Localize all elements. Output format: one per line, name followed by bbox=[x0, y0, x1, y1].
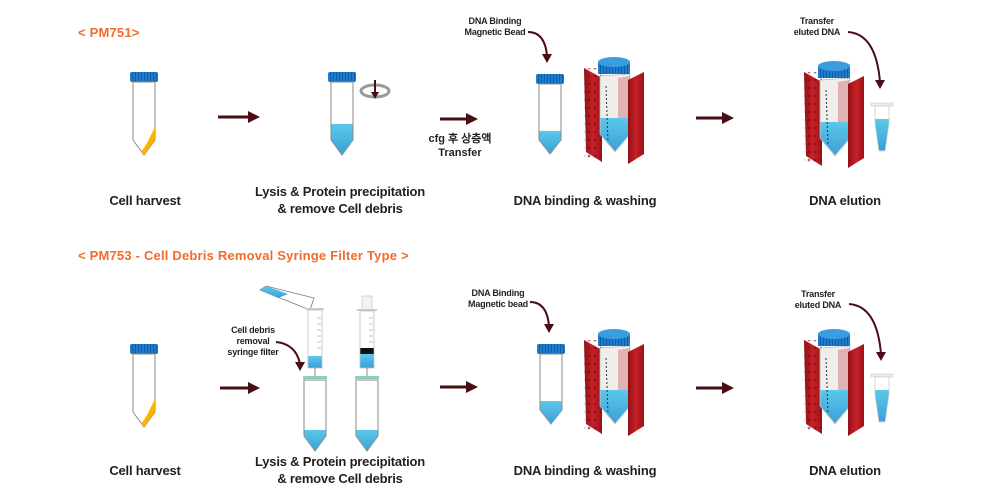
elution-note: Transfer eluted DNA bbox=[788, 289, 848, 311]
curved-arrow-icon bbox=[847, 31, 885, 89]
label-line: Lysis & Protein precipitation bbox=[255, 454, 425, 469]
centrifuge-rotation-icon bbox=[359, 80, 391, 99]
section-title-pm751: < PM751> bbox=[78, 25, 140, 40]
syringe-filter-note: Cell debris removal syringe filter bbox=[222, 325, 284, 358]
arrow-icon bbox=[440, 113, 478, 125]
step-label-lysis: Lysis & Protein precipitation & remove C… bbox=[245, 453, 435, 487]
bead-note: DNA Binding Magnetic bead bbox=[458, 288, 538, 310]
elution-tube-icon bbox=[870, 102, 894, 152]
note-line: DNA Binding bbox=[468, 16, 522, 26]
curved-arrow-icon bbox=[527, 31, 552, 63]
arrow-icon bbox=[440, 381, 478, 393]
note-line: Magnetic Bead bbox=[464, 27, 526, 37]
note-line: removal bbox=[236, 336, 270, 346]
note-line: eluted DNA bbox=[793, 27, 841, 37]
curved-arrow-icon bbox=[848, 303, 886, 361]
label-line: & remove Cell debris bbox=[277, 201, 403, 216]
label-line: & remove Cell debris bbox=[277, 471, 403, 486]
step-label-dna-elution: DNA elution bbox=[790, 462, 900, 479]
elution-tube-icon bbox=[870, 373, 894, 423]
conical-tube-beads-icon bbox=[536, 74, 564, 155]
arrow-icon bbox=[218, 111, 260, 123]
curved-arrow-icon bbox=[529, 301, 554, 333]
note-line: DNA Binding bbox=[471, 288, 525, 298]
magnetic-stand-icon bbox=[804, 329, 864, 436]
note-line: cfg 후 상층액 bbox=[428, 133, 492, 145]
conical-tube-beads-icon bbox=[537, 344, 565, 425]
syringe-filter-icon bbox=[303, 308, 327, 452]
conical-tube-pellet-icon bbox=[130, 72, 158, 156]
note-line: Transfer bbox=[438, 147, 482, 159]
conical-tube-pellet-icon bbox=[130, 344, 158, 428]
note-line: Transfer bbox=[800, 16, 834, 26]
label-line: Lysis & Protein precipitation bbox=[255, 184, 425, 199]
syringe-plunger-icon bbox=[355, 295, 379, 452]
step-label-dna-binding: DNA binding & washing bbox=[505, 192, 665, 209]
label-line: Cell harvest bbox=[109, 463, 181, 478]
note-line: Magnetic bead bbox=[468, 299, 528, 309]
arrow-icon bbox=[696, 112, 734, 124]
magnetic-stand-icon bbox=[584, 329, 644, 436]
label-line: Cell harvest bbox=[109, 193, 181, 208]
label-line: DNA elution bbox=[809, 193, 881, 208]
magnetic-stand-icon bbox=[584, 57, 644, 164]
note-line: Transfer bbox=[801, 289, 835, 299]
step-label-lysis: Lysis & Protein precipitation & remove C… bbox=[245, 183, 435, 217]
note-line: syringe filter bbox=[227, 347, 279, 357]
note-line: Cell debris bbox=[231, 325, 275, 335]
elution-note: Transfer eluted DNA bbox=[787, 16, 847, 38]
magnetic-stand-icon bbox=[804, 61, 864, 168]
transfer-note: cfg 후 상층액 Transfer bbox=[415, 132, 505, 160]
section-title-pm753: < PM753 - Cell Debris Removal Syringe Fi… bbox=[78, 248, 409, 263]
label-line: DNA binding & washing bbox=[513, 463, 657, 478]
step-label-cell-harvest: Cell harvest bbox=[100, 462, 190, 479]
step-label-dna-elution: DNA elution bbox=[790, 192, 900, 209]
label-line: DNA binding & washing bbox=[513, 193, 657, 208]
arrow-icon bbox=[220, 382, 260, 394]
arrow-icon bbox=[696, 382, 734, 394]
step-label-cell-harvest: Cell harvest bbox=[100, 192, 190, 209]
curved-arrow-icon bbox=[275, 341, 305, 371]
conical-tube-centrifuge-icon bbox=[328, 72, 356, 156]
step-label-dna-binding: DNA binding & washing bbox=[505, 462, 665, 479]
note-line: eluted DNA bbox=[794, 300, 842, 310]
bead-note: DNA Binding Magnetic Bead bbox=[455, 16, 535, 38]
label-line: DNA elution bbox=[809, 463, 881, 478]
